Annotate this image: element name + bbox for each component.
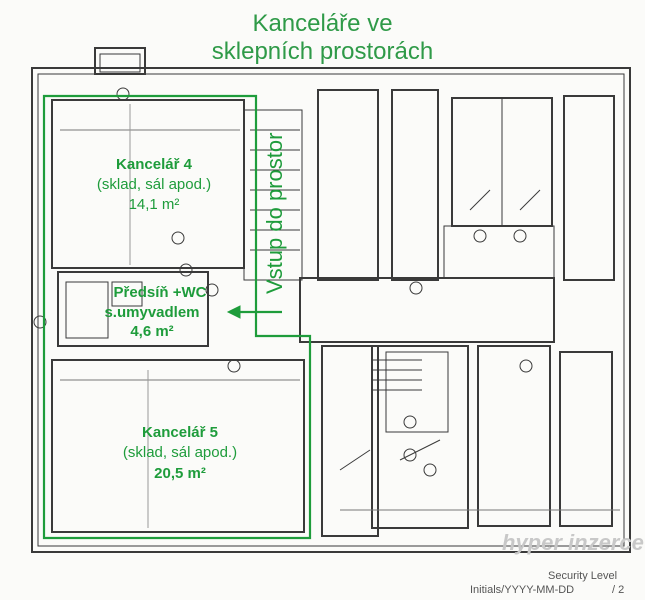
office4-area: 14,1 m² [128, 196, 180, 213]
hall-area: 4,6 m² [130, 323, 174, 340]
highlighted-area-outline [42, 94, 312, 540]
plan-walls [31, 47, 631, 553]
office5-area: 20,5 m² [154, 465, 206, 482]
office5-use: (sklad, sál apod.) [122, 444, 238, 461]
entrance-label: Vstup do prostor [262, 132, 287, 294]
initials-date: Initials/YYYY-MM-DD [470, 584, 575, 596]
entrance-arrow [226, 305, 282, 319]
hall-name: Předsíň +WC [113, 284, 207, 301]
office4-name: Kancelář 4 [116, 156, 192, 173]
page-number: / 2 [612, 584, 625, 596]
page-title-line1: Kanceláře ve [252, 10, 393, 37]
office5-name: Kancelář 5 [142, 424, 218, 441]
plan-markers [33, 87, 533, 477]
office4-use: (sklad, sál apod.) [96, 176, 212, 193]
security-level: Security Level [548, 570, 618, 582]
hall-detail: s.umyvadlem [104, 304, 200, 321]
page-title-line2: sklepních prostorách [211, 38, 434, 65]
watermark: hyper inzerce [502, 530, 644, 555]
